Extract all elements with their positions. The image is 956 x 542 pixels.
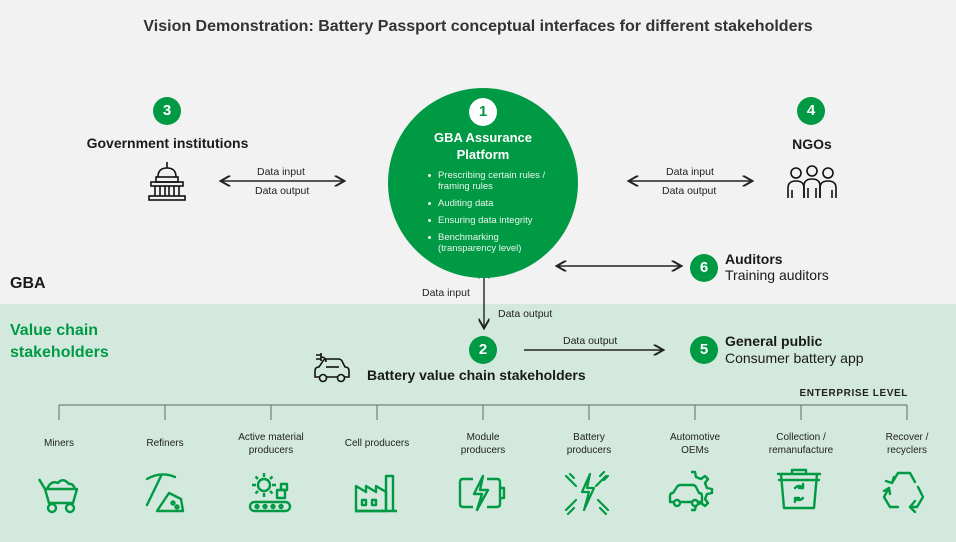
- enterprise-ticks: [58, 405, 908, 420]
- platform-bullet: Ensuring data integrity: [426, 215, 558, 226]
- category-label-cell-producers: Cell producers: [329, 437, 425, 450]
- category-label-refiners: Refiners: [117, 437, 213, 450]
- people-group-icon: [787, 165, 837, 198]
- platform-title-line-1: GBA Assurance: [433, 130, 532, 145]
- category-label-recyclers: Recover / recyclers: [859, 431, 955, 457]
- category-line: Cell producers: [344, 438, 410, 449]
- ngos-data-output: Data output: [662, 185, 717, 197]
- platform-bullet: Benchmarking (transparency level): [426, 232, 558, 254]
- badge-4: 4: [797, 97, 825, 125]
- center-data-output: Data output: [498, 308, 553, 320]
- category-label-collection: Collection / remanufacture: [753, 431, 849, 457]
- badge-5: 5: [690, 336, 718, 364]
- government-building-icon: [148, 162, 186, 201]
- category-line: producers: [248, 445, 294, 456]
- recycle-bin-icon: [776, 468, 822, 510]
- plugs-bolt-icon: [564, 470, 610, 516]
- pickaxe-icon: [145, 473, 185, 513]
- category-line: remanufacture: [768, 445, 834, 456]
- government-data-output: Data output: [255, 185, 310, 197]
- category-line: Collection /: [776, 432, 826, 443]
- car-gear-icon: [668, 470, 714, 512]
- gba-zone-label: GBA: [10, 275, 46, 292]
- battery-bolt-icon: [458, 474, 506, 512]
- platform-bullets: Prescribing certain rules / framing rule…: [426, 170, 558, 260]
- badge-6: 6: [690, 254, 718, 282]
- category-label-module-producers: Module producers: [435, 431, 531, 457]
- ngos-label: NGOs: [792, 136, 832, 152]
- platform-bullet: Prescribing certain rules / framing rule…: [426, 170, 558, 192]
- platform-bullet: Auditing data: [426, 198, 558, 209]
- category-line: Battery: [573, 432, 605, 443]
- auditors-sublabel: Training auditors: [725, 267, 829, 283]
- value-chain-zone-label: Value chain stakeholders: [10, 320, 109, 364]
- center-data-input: Data input: [422, 287, 470, 299]
- enterprise-level-label: ENTERPRISE LEVEL: [799, 388, 908, 399]
- category-line: recyclers: [886, 445, 927, 456]
- gear-conveyor-icon: [248, 473, 292, 513]
- ngos-data-input: Data input: [666, 166, 714, 178]
- value-chain-label: Battery value chain stakeholders: [367, 367, 586, 383]
- government-label: Government institutions: [86, 135, 249, 151]
- platform-title: GBA Assurance Platform: [405, 129, 561, 163]
- value-chain-label-line-1: Value chain: [10, 322, 99, 339]
- category-line: Module: [466, 432, 500, 443]
- category-line: Active material: [238, 432, 304, 443]
- category-label-miners: Miners: [11, 437, 107, 450]
- category-line: Recover /: [885, 432, 929, 443]
- category-line: producers: [566, 445, 612, 456]
- government-data-input: Data input: [257, 166, 305, 178]
- mine-cart-icon: [37, 478, 79, 514]
- general-public-sublabel: Consumer battery app: [725, 350, 864, 366]
- electric-car-icon: [314, 353, 350, 383]
- factory-icon: [354, 474, 397, 513]
- category-line: OEMs: [681, 445, 709, 456]
- category-label-active-material: Active material producers: [223, 431, 319, 457]
- recycle-icon: [882, 471, 925, 513]
- badge-1: 1: [469, 98, 497, 126]
- category-line: Miners: [43, 438, 74, 449]
- value-chain-label-line-2: stakeholders: [10, 344, 109, 361]
- value-chain-data-output: Data output: [563, 335, 618, 347]
- general-public-label: General public: [725, 333, 823, 349]
- platform-title-line-2: Platform: [456, 147, 510, 162]
- category-label-battery-producers: Battery producers: [541, 431, 637, 457]
- badge-2: 2: [469, 336, 497, 364]
- category-line: producers: [460, 445, 506, 456]
- category-line: Automotive: [669, 432, 721, 443]
- category-line: Refiners: [146, 438, 184, 449]
- badge-3: 3: [153, 97, 181, 125]
- category-label-automotive-oems: Automotive OEMs: [647, 431, 743, 457]
- auditors-label: Auditors: [725, 251, 783, 267]
- diagram-title: Vision Demonstration: Battery Passport c…: [143, 18, 813, 35]
